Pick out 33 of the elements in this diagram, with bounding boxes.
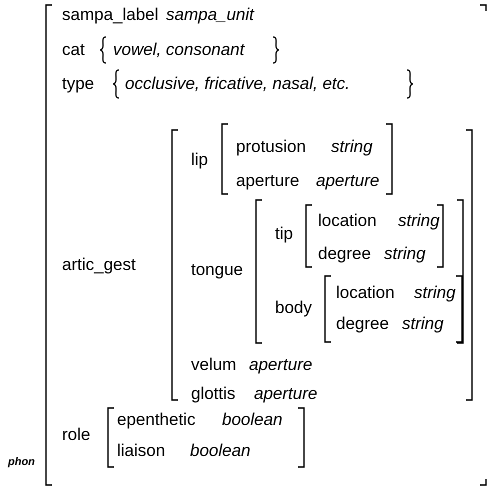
- feature-name: protusion: [236, 137, 306, 157]
- feature-value: occlusive, fricative, nasal, etc.: [125, 74, 350, 94]
- feature-value: aperture: [249, 355, 312, 375]
- feature-name: velum: [191, 355, 236, 375]
- feature-value: string: [402, 314, 444, 334]
- feature-value: aperture: [254, 384, 318, 404]
- feature-name: degree: [336, 314, 389, 334]
- feature-name: aperture: [236, 171, 300, 191]
- feature-value: sampa_unit: [166, 5, 254, 25]
- feature-name: artic_gest: [62, 255, 136, 275]
- feature-name: location: [318, 211, 377, 231]
- feature-name: location: [336, 283, 395, 303]
- feature-value: string: [331, 137, 373, 157]
- feature-value: string: [398, 211, 440, 231]
- feature-name: epenthetic: [117, 410, 196, 430]
- feature-name: role: [62, 425, 90, 445]
- type-label: phon: [8, 455, 35, 469]
- feature-name: liaison: [117, 441, 166, 461]
- feature-name: degree: [318, 244, 371, 264]
- feature-value: boolean: [222, 410, 283, 430]
- feature-value: string: [414, 283, 456, 303]
- feature-name: lip: [191, 150, 208, 170]
- feature-name: type: [62, 74, 94, 94]
- feature-value: vowel, consonant: [113, 40, 244, 60]
- feature-value: aperture: [316, 171, 380, 191]
- feature-name: glottis: [191, 384, 236, 404]
- feature-name: body: [275, 298, 312, 318]
- feature-name: tip: [275, 224, 293, 244]
- feature-name: tongue: [191, 260, 243, 280]
- feature-name: sampa_label: [62, 5, 158, 25]
- feature-value: string: [384, 244, 426, 264]
- feature-value: boolean: [190, 441, 251, 461]
- feature-name: cat: [62, 40, 85, 60]
